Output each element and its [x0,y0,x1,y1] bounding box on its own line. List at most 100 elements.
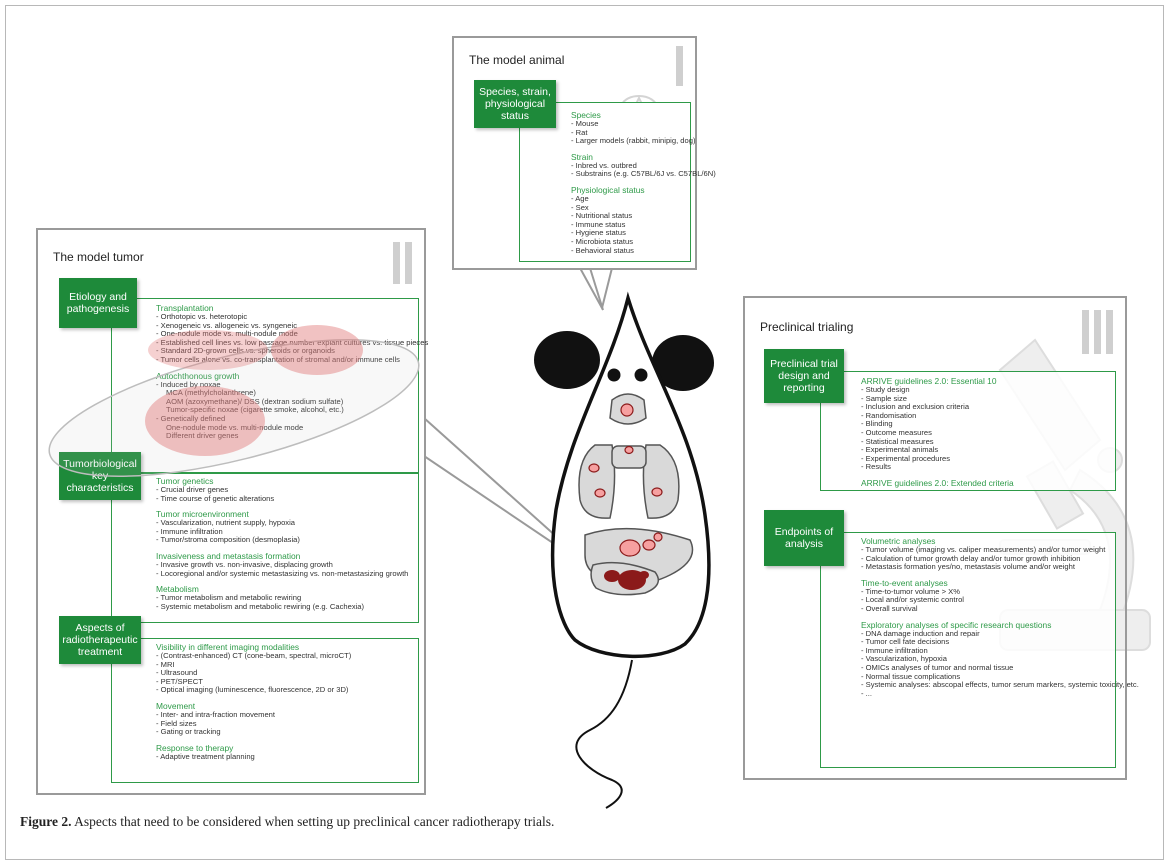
list-item: - Normal tissue complications [861,671,961,681]
caption-label: Figure 2. [20,814,72,829]
list-item: - Mouse [571,119,599,128]
section-heading: ARRIVE guidelines 2.0: Extended criteria [861,477,1014,488]
box-trial-design-reporting: Preclinical trial design and reporting [764,349,844,403]
design-detail-box [820,371,1116,491]
section-heading: Transplantation [156,303,214,313]
list-item: - Overall survival [861,603,918,613]
list-item: - Ultrasound [156,668,198,678]
mouse-tail [575,659,633,809]
list-item: - (Contrast-enhanced) CT (cone-beam, spe… [156,651,352,660]
list-item: - Optical imaging (luminescence, fluores… [156,685,349,695]
box-radiotherapeutic-treatment: Aspects of radiotherapeutic treatment [59,616,141,664]
list-item: - Calculation of tumor growth delay and/… [861,553,1081,563]
list-item: - Invasive growth vs. non-invasive, disp… [156,559,333,569]
list-item: - Outcome measures [861,427,932,437]
radiotherapy-detail-box [111,638,419,783]
list-item: - Local and/or systemic control [861,595,964,605]
box-species-strain-status: Species, strain, physiological status [474,80,556,128]
figure-frame [5,5,1164,860]
list-item: - PET/SPECT [156,676,203,686]
panel-title: The model animal [469,53,565,67]
section-heading: Strain [571,151,593,162]
list-item: - Tumor volume (imaging vs. caliper meas… [861,545,1106,554]
list-item: - One-nodule mode vs. multi-nodule mode [156,329,298,339]
section-heading: Volumetric analyses [861,536,936,546]
mouse-lung-left [578,444,616,519]
list-item: - Tumor cell fate decisions [861,637,950,647]
list-item: - Microbiota status [571,236,634,246]
list-item: - Experimental procedures [861,453,951,463]
mouse-lung-right [642,444,680,519]
list-item: - Immune infiltration [156,526,223,536]
list-item: - Sex [571,202,589,212]
mouse-eye-left [607,368,621,382]
list-item: - Inbred vs. outbred [571,160,637,170]
list-item: - Crucial driver genes [156,485,229,494]
list-item: - Results [861,462,891,472]
list-item: - Field sizes [156,718,197,728]
roman-numeral-ii [393,242,412,284]
list-item: - Hygiene status [571,228,626,238]
section-heading: Physiological status [571,184,645,195]
caption-text: Aspects that need to be considered when … [71,814,555,829]
section-heading: Metabolism [156,584,199,595]
list-item: - Larger models (rabbit, minipig, dog) [571,136,696,146]
list-item: - Inter- and intra-fraction movement [156,709,276,719]
roman-numeral-i [676,46,683,86]
section-heading: Species [571,110,601,120]
list-item: - Locoregional and/or systemic metastasi… [156,568,409,578]
list-item: - Systemic metabolism and metabolic rewi… [156,601,365,611]
figure-caption: Figure 2. Aspects that need to be consid… [20,814,554,830]
panel-model-tumor: The model tumor Etiology and pathogenesi… [36,228,428,795]
animal-detail-box [519,102,691,262]
list-item: - Study design [861,385,910,394]
list-item: - Rat [571,127,588,137]
box-etiology-pathogenesis: Etiology and pathogenesis [59,278,137,328]
etiology-sections: Transplantation - Orthotopic vs. heterot… [156,303,428,441]
list-item: - Gating or tracking [156,727,221,737]
section-heading: ARRIVE guidelines 2.0: Essential 10 [861,376,997,386]
design-sections: ARRIVE guidelines 2.0: Essential 10 - St… [861,376,1014,488]
list-item: - Randomisation [861,410,917,420]
radiotherapy-sections: Visibility in different imaging modaliti… [156,642,351,761]
section-heading: Visibility in different imaging modaliti… [156,642,300,652]
list-item: - Tumor/stroma composition (desmoplasia) [156,535,300,545]
section-heading: Exploratory analyses of specific researc… [861,619,1052,630]
mouse-ear-right [652,335,714,391]
mouse-ear-left [534,331,600,389]
endpoints-detail-box [820,532,1116,768]
panel-title: Preclinical trialing [760,320,854,334]
list-item: - Adaptive treatment planning [156,751,255,761]
list-item: - Sample size [861,393,908,403]
list-item: Different driver genes [166,431,239,441]
list-item: - Nutritional status [571,211,633,221]
list-item: - Vascularization, nutrient supply, hypo… [156,518,296,528]
section-heading: Movement [156,700,196,711]
section-heading: Response to therapy [156,742,234,753]
section-heading: Tumor genetics [156,476,214,486]
panel-model-animal: The model animal Species, strain, physio… [452,36,716,270]
list-item: - Systemic analyses: abscopal effects, t… [861,680,1139,690]
list-item: - Orthotopic vs. heterotopic [156,312,248,321]
animal-sections: Species - Mouse - Rat - Larger models (r… [571,110,716,255]
list-item: - Time course of genetic alterations [156,493,275,503]
characteristics-detail-box [111,473,419,623]
panel-title: The model tumor [53,250,144,264]
list-item: - Behavioral status [571,245,634,255]
list-item: - Xenogeneic vs. allogeneic vs. syngenei… [156,320,297,330]
list-item: - Blinding [861,419,893,429]
list-item: - Inclusion and exclusion criteria [861,402,970,412]
list-item: - MRI [156,659,175,669]
list-item: - Substrains (e.g. C57BL/6J vs. C57BL/6N… [571,169,716,179]
list-item: - Metastasis formation yes/no, metastasi… [861,562,1075,572]
list-item: - Statistical measures [861,436,934,446]
section-heading: Invasiveness and metastasis formation [156,550,301,561]
box-tumorbiological-characteristics: Tumorbiological key characteristics [59,452,141,500]
characteristics-sections: Tumor genetics - Crucial driver genes - … [156,476,408,611]
list-item: - Immune status [571,219,626,229]
mouse-eye-right [634,368,648,382]
list-item: - ... [861,688,872,698]
box-endpoints-analysis: Endpoints of analysis [764,510,844,566]
list-item: - Age [571,193,589,203]
roman-numeral-iii [1082,310,1113,354]
